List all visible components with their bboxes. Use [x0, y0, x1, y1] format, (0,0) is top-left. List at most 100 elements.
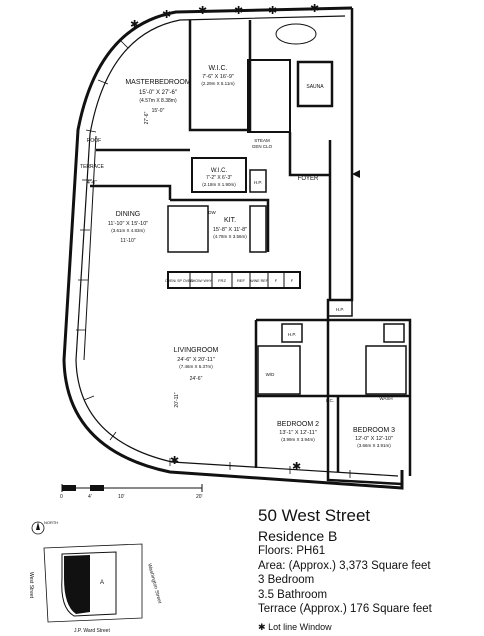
master-wall	[188, 20, 252, 132]
bed2-metric: (3.99m X 3.94m)	[281, 437, 315, 442]
wic1-dim: 7'-6" X 16'-9"	[202, 74, 234, 80]
appliance-wall	[167, 271, 301, 289]
floors-text: Floors: PH61	[258, 545, 326, 557]
floor-plan: ✱ ✱ ✱ ✱ ✱ ✱ ✱ ✱ MASTERBEDROOM 15'-0" X 2…	[60, 3, 412, 500]
entry-arrow	[352, 170, 360, 178]
scale-tick-20: 20'	[196, 494, 203, 500]
roof-label: ROOF	[87, 138, 101, 144]
hp3-label: H.P.	[336, 307, 344, 312]
master-metric: (4.57m X 8.38m)	[139, 98, 177, 104]
lot-line-star: ✱	[130, 19, 139, 31]
living-name: LIVINGROOM	[174, 347, 219, 354]
terrace-rail	[83, 135, 97, 361]
wic2-dim: 7'-2" X 6'-3"	[206, 175, 232, 181]
building-name: 50 West Street	[258, 506, 371, 525]
scale-tick-4: 4'	[88, 494, 92, 500]
outer-wall	[62, 6, 404, 490]
terrace-text: Terrace (Approx.) 176 Square feet	[258, 603, 432, 615]
lot-line-markers: ✱ ✱ ✱ ✱ ✱ ✱ ✱ ✱	[130, 3, 319, 473]
lot-line-star: ✱	[292, 461, 301, 473]
mullion-ticks	[76, 39, 351, 478]
dw-label: DW	[208, 210, 216, 215]
site-map: NORTH A West Street Washington Street J.…	[28, 520, 163, 634]
foyer-label: FOYER	[298, 176, 319, 182]
legend-symbol: ✱	[258, 622, 266, 632]
hp-closet-2	[281, 323, 303, 343]
dim-40-label: 4'-0"	[87, 180, 97, 186]
sauna-label: SAUNA	[306, 84, 324, 90]
dining-dim2: 11'-10"	[120, 238, 135, 244]
scale-bar: 0 4' 10' 20'	[60, 484, 203, 500]
master-dim2: 15'-0"	[152, 108, 165, 114]
bedroom-wing-wall	[254, 318, 412, 476]
lot-line-star: ✱	[310, 3, 319, 15]
bed3-name: BEDROOM 3	[353, 427, 395, 434]
hp-closet-4	[327, 299, 353, 317]
bath-3	[365, 345, 407, 395]
legend: ✱ Lot line Window	[258, 622, 332, 633]
dining-wall	[90, 184, 270, 252]
appliance-6: F	[275, 278, 278, 283]
kitchen-island	[167, 205, 209, 253]
master-bath	[247, 59, 291, 133]
jp-ward-street-label: J.P. Ward Street	[74, 628, 110, 634]
lot-line-star: ✱	[198, 5, 207, 17]
living-dim2: 24'-6"	[190, 376, 203, 382]
appliance-7: F	[291, 278, 294, 283]
bathrooms-text: 3.5 Bathroom	[258, 588, 328, 601]
appliance-4: REF	[237, 278, 246, 283]
bedrooms-text: 3 Bedroom	[258, 574, 315, 586]
master-dim3: 27'-6"	[144, 111, 150, 124]
kitchen-counter	[249, 205, 267, 253]
north-label: NORTH	[44, 520, 58, 525]
building-footprint	[61, 551, 117, 617]
wic2-room	[191, 157, 247, 193]
lot-label: A	[100, 580, 104, 586]
outer-wall-inner	[75, 15, 399, 477]
wic1-name: W.I.C.	[208, 65, 227, 72]
north-arrow: NORTH	[31, 520, 58, 535]
lc-label: L.C.	[326, 398, 334, 403]
living-dim3: 20'-11"	[174, 392, 180, 407]
master-dim: 15'-0" X 27'-6"	[139, 90, 177, 96]
lot-line-star: ✱	[268, 5, 277, 17]
scale-tick-10: 10'	[118, 494, 125, 500]
living-metric: (7.46m X 6.37m)	[179, 364, 213, 369]
hp-closet-3	[383, 323, 405, 343]
master-name: MASTERBEDROOM	[125, 79, 191, 86]
steam-label: STEAM	[254, 138, 270, 143]
wic1-metric: (2.29m X 5.11m)	[201, 81, 235, 86]
appliance-1: OVEN/ SP OVEN	[165, 279, 193, 283]
residence-name: Residence B	[258, 528, 338, 544]
sauna-room	[296, 60, 334, 108]
terrace-label: TERRACE	[80, 164, 105, 170]
bed2-name: BEDROOM 2	[277, 421, 319, 428]
kit-metric: (4.78m X 3.56m)	[213, 234, 247, 239]
scale-tick-0: 0	[60, 494, 63, 500]
living-dim: 24'-6" X 20'-11"	[177, 357, 214, 363]
dining-name: DINING	[116, 211, 141, 218]
lot-line-star: ✱	[162, 9, 171, 21]
bed2-dim: 13'-1" X 12'-11"	[279, 430, 316, 436]
dining-metric: (3.61m X 4.83m)	[111, 228, 145, 233]
wash-label: WASH	[379, 396, 392, 401]
hp1-label: H.P.	[254, 180, 262, 185]
kit-name: KIT.	[224, 217, 236, 224]
west-street-label: West Street	[28, 572, 34, 599]
foyer-wall	[288, 132, 332, 300]
unit-highlight	[64, 555, 90, 614]
wic2-metric: (2.18m X 1.90m)	[202, 182, 236, 187]
kit-dim: 15'-8" X 11'-8"	[213, 227, 247, 233]
gen-clo-label: GEN CLO	[252, 144, 273, 149]
area-text: Area: (Approx.) 3,373 Square feet	[258, 559, 431, 572]
bath-2	[257, 345, 301, 395]
tub	[275, 23, 317, 45]
washington-street-label: Washington Street	[146, 563, 163, 605]
wic2-name: W.I.C.	[211, 168, 228, 174]
hp-closet-1	[249, 169, 267, 193]
appliance-2: CHOW/ WHY	[190, 279, 212, 283]
lot-line-star: ✱	[170, 455, 179, 467]
wd-label: W/D	[266, 372, 275, 377]
hp2-label: H.P.	[288, 332, 296, 337]
site-lot	[43, 543, 143, 623]
